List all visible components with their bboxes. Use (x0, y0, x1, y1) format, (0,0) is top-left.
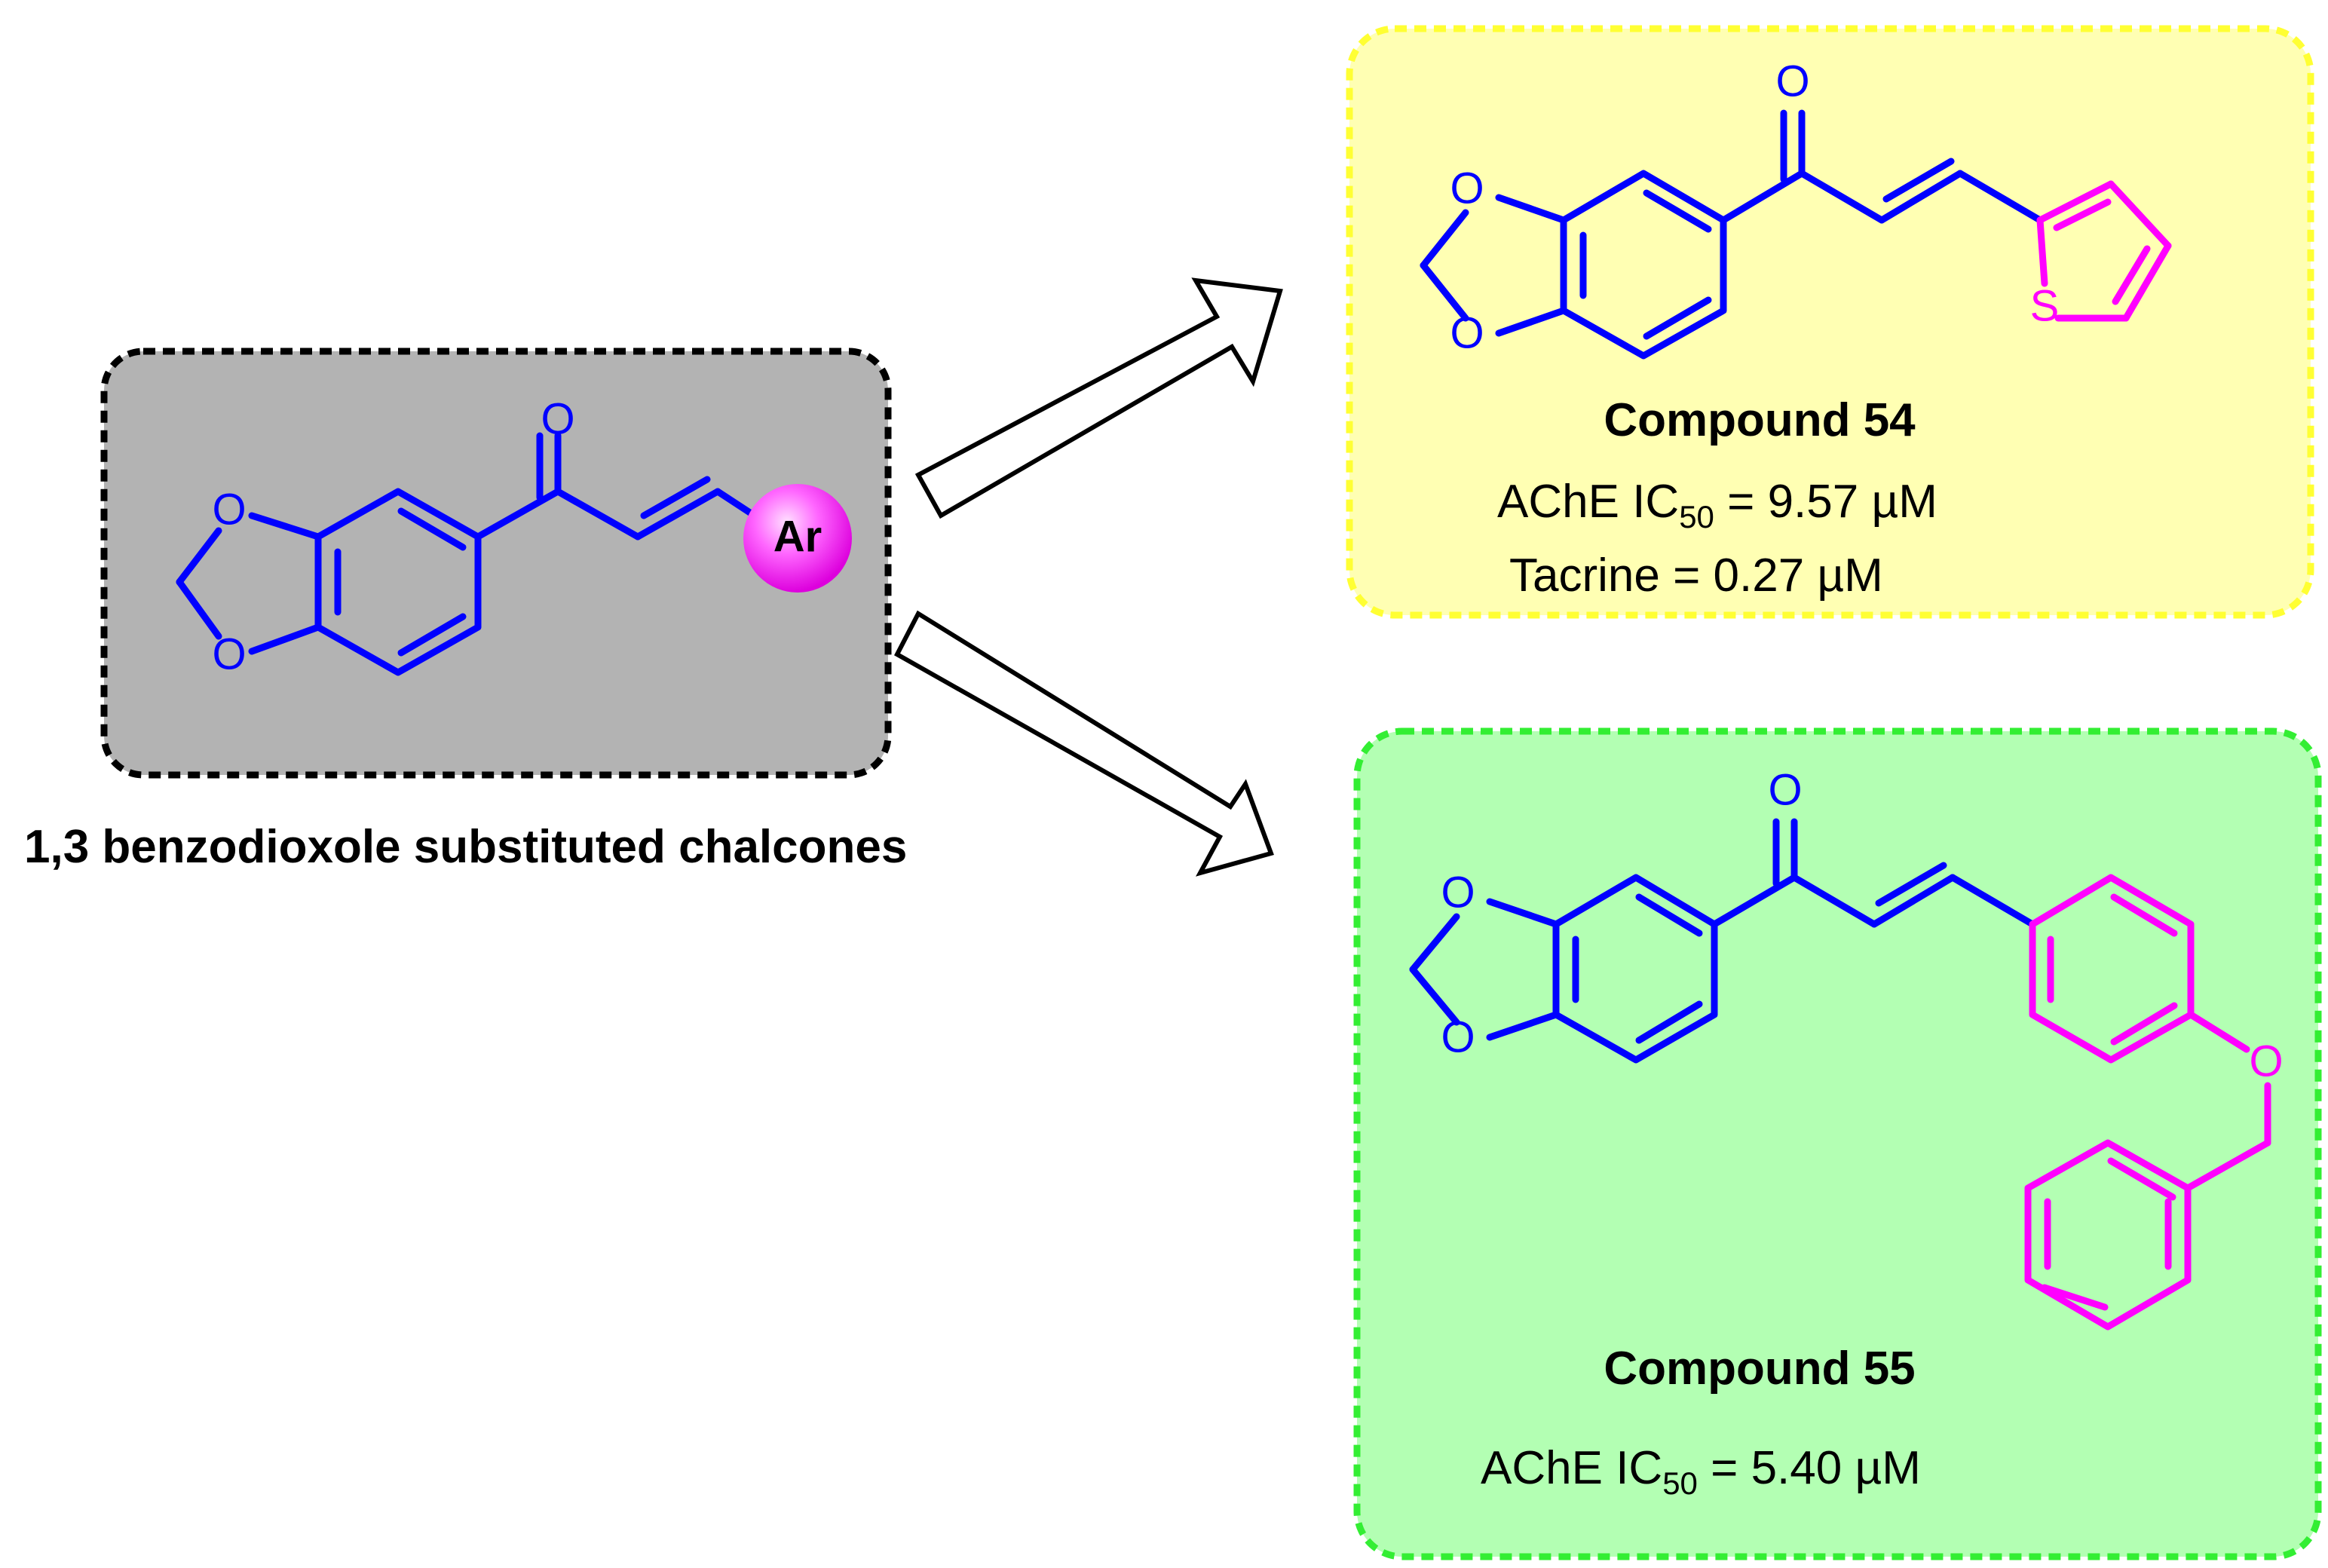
generic-chalcone-structure (176, 432, 765, 676)
compound-55-core-structure (1409, 818, 2036, 1064)
arrow-to-compound-55 (894, 610, 1274, 877)
tacrine-reference: Tacrine = 0.27 µM (1509, 550, 1883, 602)
ar-label: Ar (773, 512, 822, 561)
compound-55-title: Compound 55 (1604, 1343, 1915, 1395)
compound-54-ache-ic50: AChE IC50 = 9.57 µM (1497, 476, 1937, 534)
c55-ring-oxygen-bottom: O (1441, 1012, 1475, 1061)
benzyloxyphenyl-group (2024, 874, 2271, 1331)
compound-54-structure (1420, 109, 2044, 360)
c54-ring-oxygen-top: O (1450, 164, 1484, 213)
c54-ring-oxygen-bottom: O (1450, 308, 1484, 357)
thiophene-sulfur: S (2030, 281, 2060, 330)
ar-substituent-sphere (743, 484, 852, 593)
generic-ring-oxygen-top: O (212, 485, 246, 534)
compound-55-box (1353, 727, 2322, 1560)
compound-54-box (1346, 25, 2314, 619)
c54-carbonyl-oxygen: O (1775, 57, 1809, 106)
generic-caption: 1,3 benzodioxole substituted chalcones (24, 821, 907, 873)
generic-chalcone-box (100, 348, 892, 779)
compound-54-title: Compound 54 (1604, 394, 1916, 446)
c55-ring-oxygen-top: O (1441, 868, 1475, 917)
arrow-to-compound-54 (914, 277, 1283, 519)
generic-ring-oxygen-bottom: O (212, 629, 246, 678)
compound-55-ache-ic50: AChE IC50 = 5.40 µM (1481, 1442, 1921, 1501)
c55-ether-oxygen: O (2249, 1037, 2283, 1086)
c55-carbonyl-oxygen: O (1768, 765, 1802, 814)
thiophene-ring (2036, 180, 2172, 322)
generic-carbonyl-oxygen: O (541, 394, 574, 443)
